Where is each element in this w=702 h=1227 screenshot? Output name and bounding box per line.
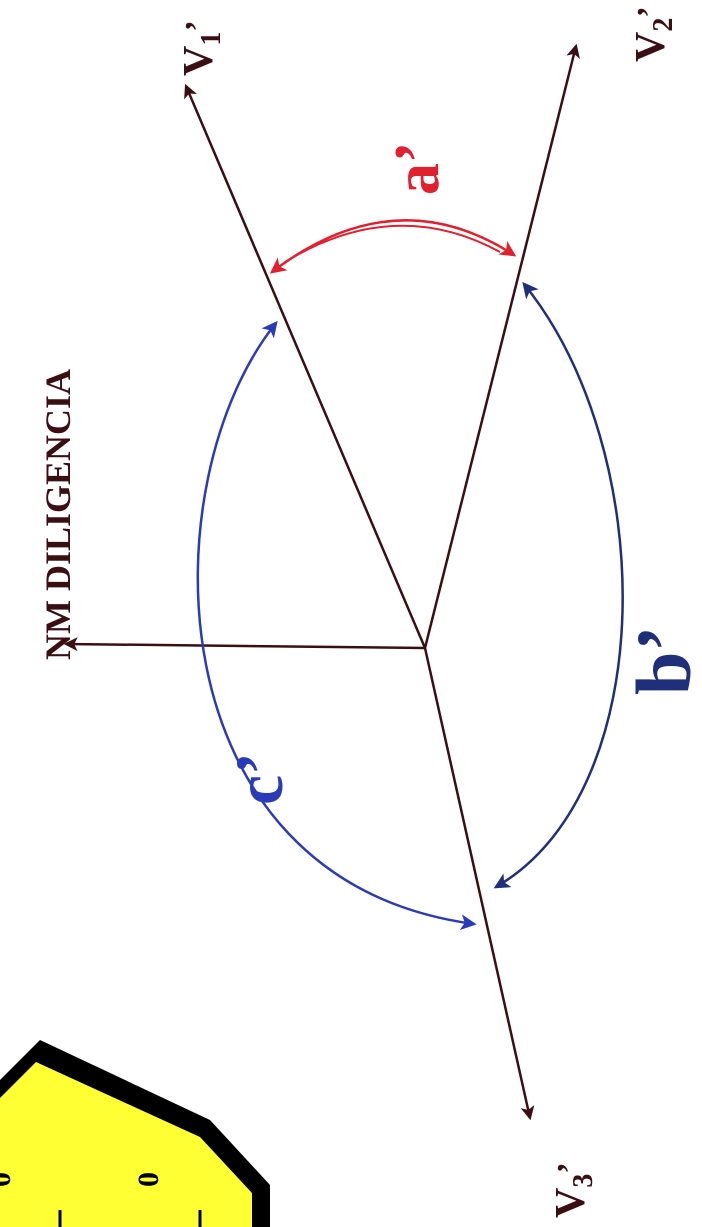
tile-digit-2: 0 bbox=[132, 1172, 165, 1187]
angle-labels: a’ b’ c’ bbox=[221, 142, 702, 805]
label-angle-c: c’ bbox=[221, 752, 297, 805]
angle-arcs bbox=[196, 219, 624, 931]
label-v1: V1’ bbox=[176, 20, 227, 76]
yellow-tile: 0 0 bbox=[0, 1040, 270, 1227]
arc-a bbox=[269, 219, 517, 274]
label-v3: V3’ bbox=[548, 1162, 599, 1218]
axis-nm bbox=[63, 637, 426, 652]
axes bbox=[63, 43, 580, 1121]
axis-v2 bbox=[423, 43, 580, 649]
tile-digit-1: 0 bbox=[0, 1172, 17, 1187]
label-angle-b: b’ bbox=[620, 626, 702, 695]
arc-c bbox=[196, 320, 477, 931]
label-v2: V2’ bbox=[628, 6, 679, 62]
arc-a-inner bbox=[284, 224, 501, 263]
arc-b bbox=[493, 281, 624, 889]
axis-v3 bbox=[423, 647, 535, 1121]
label-angle-a: a’ bbox=[381, 142, 452, 195]
vector-labels: V1’ V2’ V3’ bbox=[176, 6, 679, 1218]
reference-label: NM DILIGENCIA bbox=[38, 369, 78, 660]
